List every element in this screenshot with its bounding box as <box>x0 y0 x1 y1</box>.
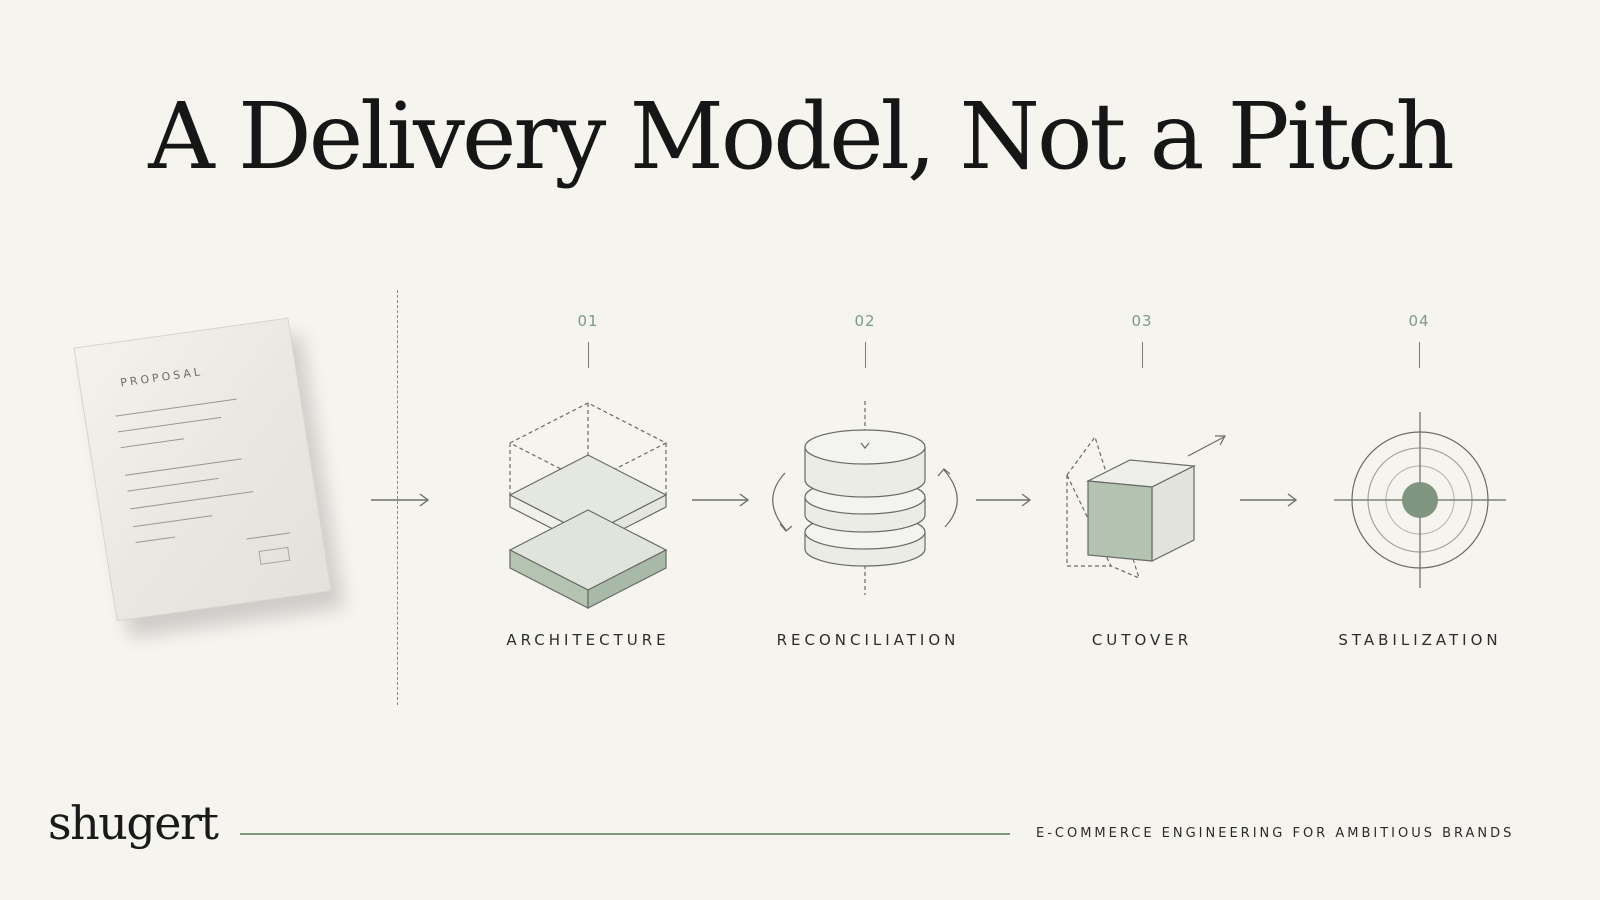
proposal-line <box>115 398 237 417</box>
signature-box <box>258 546 291 565</box>
step-tick <box>865 342 866 368</box>
proposal-line <box>127 477 219 492</box>
step-label-stabilization: STABILIZATION <box>1338 631 1502 649</box>
signature-line <box>246 532 291 540</box>
proposal-line <box>124 458 242 476</box>
proposal-line <box>120 438 185 449</box>
step-number: 01 <box>577 312 599 330</box>
step-number: 02 <box>854 312 876 330</box>
proposal-line <box>117 416 222 433</box>
step-tick <box>588 342 589 368</box>
step-tick <box>1142 342 1143 368</box>
section-divider <box>397 290 398 705</box>
step-label-cutover: CUTOVER <box>1091 631 1193 649</box>
proposal-line <box>133 515 213 528</box>
step-number: 04 <box>1408 312 1430 330</box>
step-label-architecture: ARCHITECTURE <box>506 631 670 649</box>
proposal-label: PROPOSAL <box>119 365 204 390</box>
proposal-line <box>135 536 176 544</box>
page-title: A Delivery Model, Not a Pitch <box>148 83 1454 190</box>
step-tick <box>1419 342 1420 368</box>
proposal-line <box>130 491 254 510</box>
tagline: E-COMMERCE ENGINEERING FOR AMBITIOUS BRA… <box>1036 826 1515 841</box>
proposal-sheet: PROPOSAL <box>73 317 332 622</box>
footer-rule <box>240 833 1010 835</box>
step-label-reconciliation: RECONCILIATION <box>776 631 960 649</box>
brand-logo: shugert <box>48 796 219 850</box>
step-number: 03 <box>1131 312 1153 330</box>
proposal-document-icon: PROPOSAL <box>70 317 370 635</box>
